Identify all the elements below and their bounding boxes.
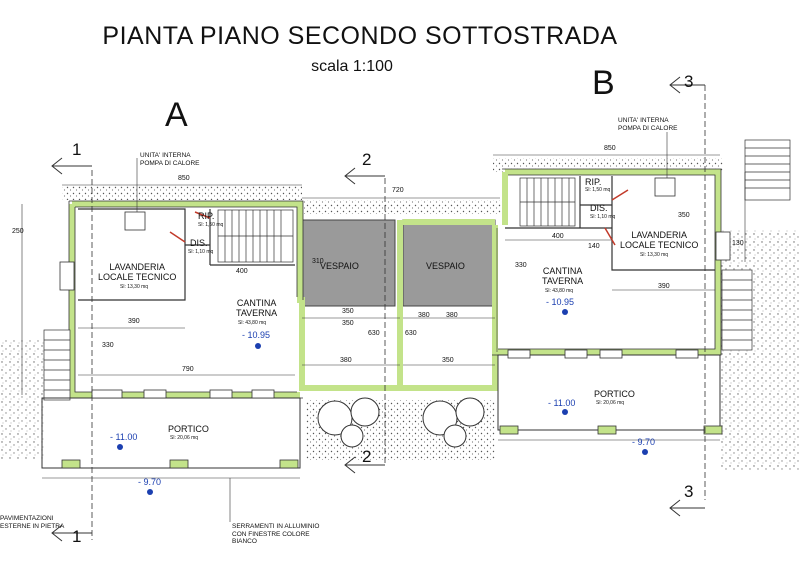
dim-400-a: 400 bbox=[236, 268, 248, 275]
note-leaders bbox=[136, 132, 668, 522]
room-rip-b: RIP. bbox=[585, 177, 602, 187]
level-cantina-b: - 10.95 bbox=[546, 297, 575, 307]
room-cantina-b-area: Sl: 43,80 mq bbox=[545, 288, 574, 294]
dim-720: 720 bbox=[392, 187, 404, 194]
scale-label: scala 1:100 bbox=[311, 58, 393, 75]
dim-390-a: 390 bbox=[128, 318, 140, 325]
retaining-wall-mid bbox=[302, 200, 502, 214]
dimension-lines bbox=[21, 154, 746, 479]
dim-790: 790 bbox=[182, 366, 194, 373]
external-steps-right bbox=[721, 139, 791, 351]
stairs-b bbox=[519, 177, 576, 227]
section-1-top: 1 bbox=[72, 140, 82, 159]
portico-pillars bbox=[61, 425, 723, 469]
room-cantina-a-area: Sl: 43,80 mq bbox=[238, 320, 267, 326]
room-rip-b-area: Sl: 1,50 mq bbox=[585, 187, 611, 193]
dim-390-b: 390 bbox=[658, 283, 670, 290]
doors bbox=[169, 189, 629, 246]
heat-pump-unit-a bbox=[124, 211, 146, 231]
page-title: PIANTA PIANO SECONDO SOTTOSTRADA bbox=[102, 22, 618, 50]
room-rip-a: RIP. bbox=[198, 211, 215, 221]
dim-250: 250 bbox=[12, 228, 24, 235]
dim-350-d: 350 bbox=[678, 212, 690, 219]
level-ext-b: - 9.70 bbox=[632, 437, 656, 447]
dim-380-c: 380 bbox=[340, 357, 352, 364]
dim-140: 140 bbox=[588, 243, 600, 250]
dim-630-a: 630 bbox=[368, 330, 380, 337]
level-portico-a: - 11.00 bbox=[110, 432, 138, 442]
room-portico-b-area: Sl: 20,06 mq bbox=[596, 400, 625, 406]
room-rip-a-area: Sl: 1,50 mq bbox=[198, 222, 224, 228]
level-ext-a: - 9.70 bbox=[138, 477, 162, 487]
dim-850-b: 850 bbox=[604, 145, 616, 152]
retaining-wall-a bbox=[62, 186, 302, 200]
room-dis-b: DIS. bbox=[590, 203, 608, 213]
section-1-bottom: 1 bbox=[72, 527, 82, 546]
unit-a-label: A bbox=[165, 96, 188, 134]
section-arrows bbox=[51, 76, 705, 542]
room-dis-b-area: Sl: 1,10 mq bbox=[590, 214, 616, 220]
room-lavanderia-b-area: Sl: 13,30 mq bbox=[640, 252, 669, 258]
dim-330-a: 330 bbox=[102, 342, 114, 349]
windows bbox=[59, 231, 731, 399]
level-cantina-a: - 10.95 bbox=[242, 330, 271, 340]
dim-350-a: 350 bbox=[342, 308, 354, 315]
shrubs bbox=[317, 397, 485, 448]
room-dis-a-area: Sl: 1,10 mq bbox=[188, 249, 214, 255]
dim-310: 310 bbox=[312, 258, 324, 265]
stairs-a bbox=[217, 209, 294, 263]
room-portico-b: PORTICO bbox=[594, 389, 635, 399]
section-2-top: 2 bbox=[362, 150, 372, 169]
dim-130: 130 bbox=[732, 240, 744, 247]
room-lavanderia-a-area: Sl: 13,30 mq bbox=[120, 284, 149, 290]
level-markers bbox=[117, 309, 648, 495]
room-dis-a: DIS. bbox=[190, 238, 208, 248]
room-vespaio-2: VESPAIO bbox=[426, 261, 465, 271]
dim-380-b: 380 bbox=[418, 312, 430, 319]
room-vespaio-1: VESPAIO bbox=[320, 261, 359, 271]
dim-380-a: 380 bbox=[446, 312, 458, 319]
unit-b-label: B bbox=[592, 64, 615, 102]
dim-400-b: 400 bbox=[552, 233, 564, 240]
section-cut-lines bbox=[91, 85, 706, 540]
room-portico-a-area: Sl: 20,06 mq bbox=[170, 435, 199, 441]
retaining-wall-b bbox=[493, 158, 723, 172]
room-portico-a: PORTICO bbox=[168, 424, 209, 434]
section-3-top: 3 bbox=[684, 72, 694, 91]
dim-630-b: 630 bbox=[405, 330, 417, 337]
level-portico-b: - 11.00 bbox=[548, 398, 576, 408]
dim-350-b: 350 bbox=[342, 320, 354, 327]
interior-partitions bbox=[78, 176, 715, 301]
dim-850-a: 850 bbox=[178, 175, 190, 182]
heat-pump-unit-b bbox=[654, 177, 676, 197]
section-2-bottom: 2 bbox=[362, 447, 372, 466]
section-3-bottom: 3 bbox=[684, 482, 694, 501]
external-steps-left bbox=[43, 329, 71, 401]
dim-330-b: 330 bbox=[515, 262, 527, 269]
dim-350-c: 350 bbox=[442, 357, 454, 364]
